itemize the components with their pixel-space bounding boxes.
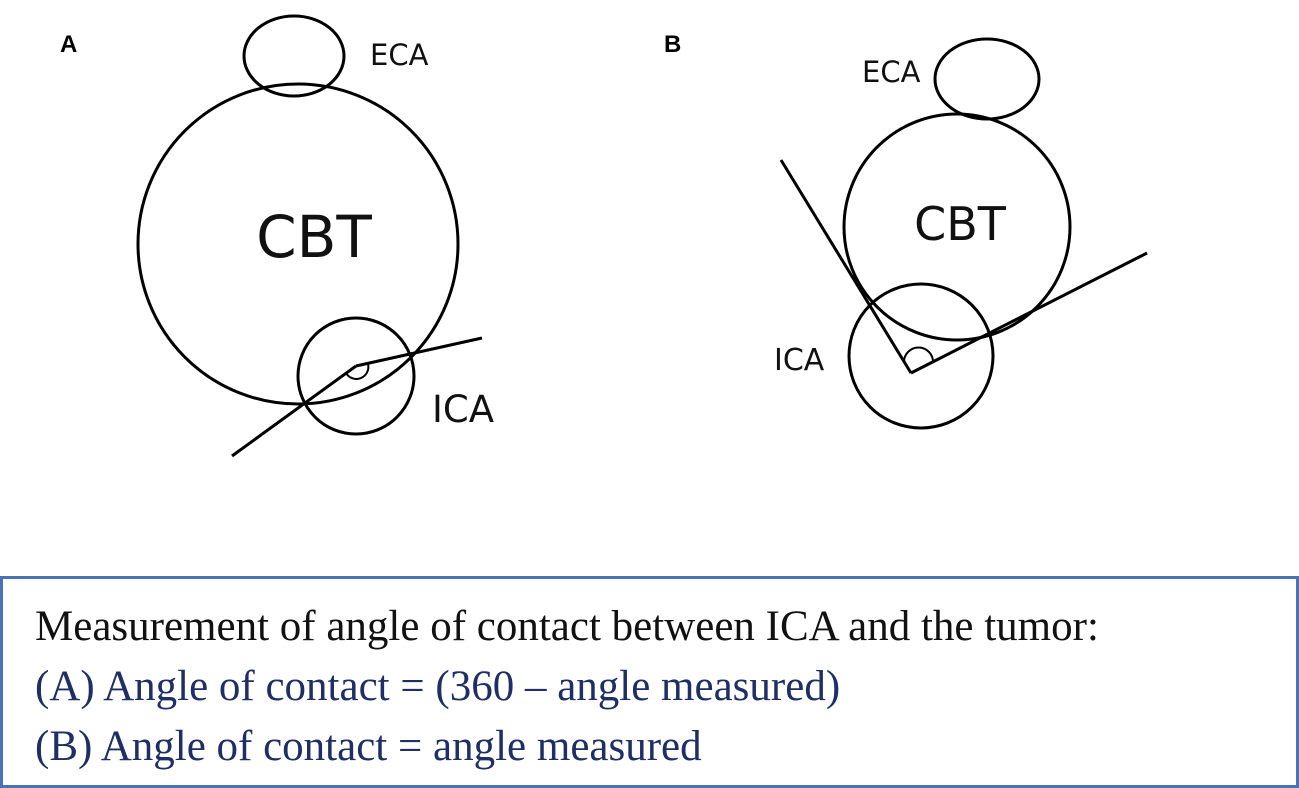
- panel-a-letter: A: [60, 31, 77, 58]
- panel-a-ica-label: ICA: [432, 388, 494, 431]
- panel-a-tangent-line-1: [231, 364, 357, 458]
- panel-a-tumor-label: CBT: [256, 203, 372, 271]
- panel-a-tangent-line-2: [355, 336, 483, 368]
- panel-a-eca-circle: [242, 14, 346, 98]
- panel-a-eca-label: ECA: [370, 38, 429, 72]
- angle-of-contact-diagram: A ECA CBT ICA B ECA CBT ICA: [60, 14, 1148, 458]
- panel-b-letter: B: [664, 31, 681, 58]
- panel-b: B ECA CBT ICA: [664, 31, 1148, 430]
- panel-b-ica-circle: [847, 282, 995, 430]
- panel-a-tumor-circle: [136, 82, 460, 406]
- panel-a-ica-circle: [296, 316, 416, 436]
- caption-heading: Measurement of angle of contact between …: [35, 603, 1099, 650]
- panel-a: A ECA CBT ICA: [60, 14, 494, 458]
- caption-box: Measurement of angle of contact between …: [0, 576, 1299, 788]
- panel-b-tumor-circle: [842, 112, 1072, 342]
- panel-b-angle-arc: [903, 346, 934, 363]
- panel-b-ica-label: ICA: [774, 343, 825, 378]
- caption-item-b: (B) Angle of contact = angle measured: [35, 723, 702, 770]
- panel-b-tumor-label: CBT: [914, 197, 1007, 251]
- panel-a-angle-arc: [345, 363, 370, 380]
- panel-b-eca-circle: [933, 37, 1041, 121]
- panel-b-eca-label: ECA: [862, 55, 921, 89]
- caption-item-a: (A) Angle of contact = (360 – angle meas…: [35, 663, 841, 710]
- panel-b-tangent-line-1: [779, 159, 913, 374]
- panel-b-tangent-line-2: [910, 251, 1148, 375]
